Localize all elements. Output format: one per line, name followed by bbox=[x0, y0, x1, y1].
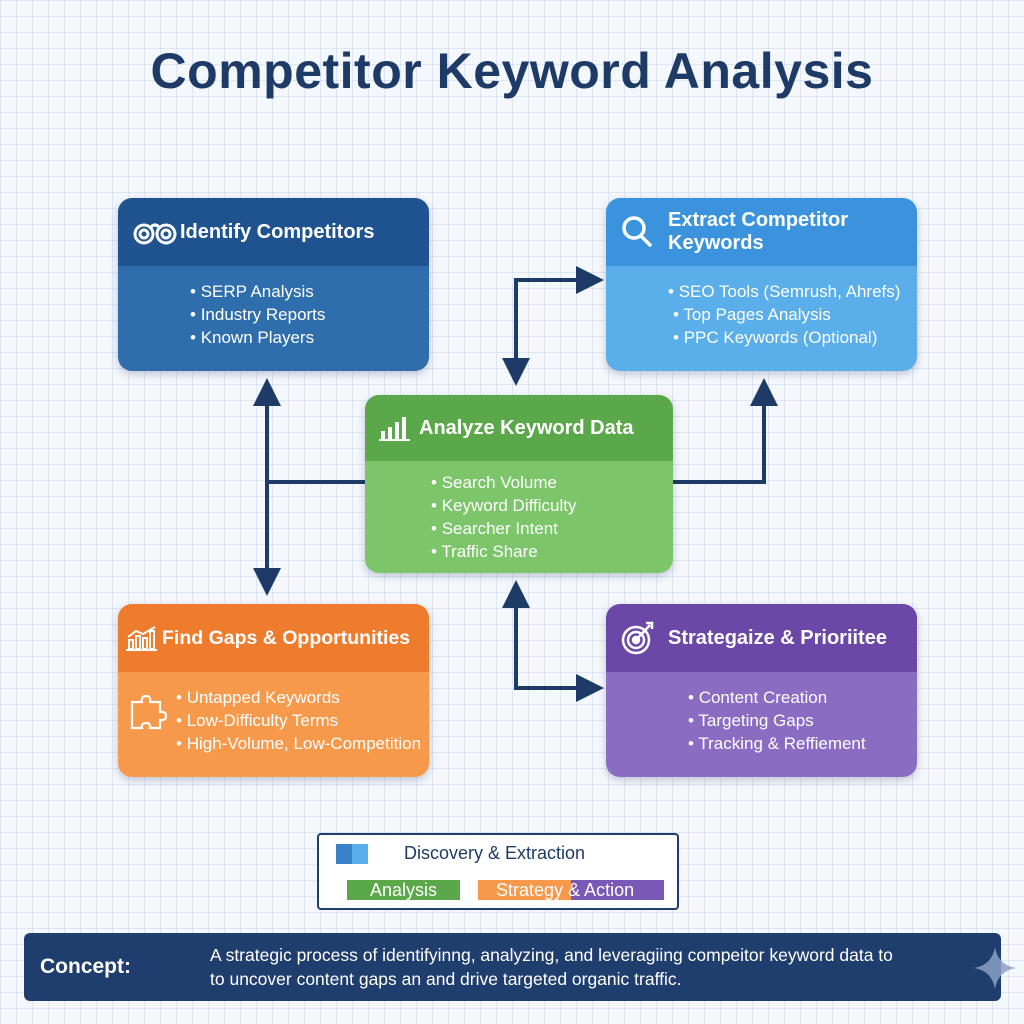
legend-swatch-discovery-dark bbox=[336, 844, 352, 864]
sparkle-icon bbox=[972, 945, 1018, 996]
legend-swatch-analysis: Analysis bbox=[347, 880, 460, 900]
card-analyze-body: Search Volume Keyword Difficulty Searche… bbox=[365, 461, 673, 573]
concept-line2: to uncover content gaps an and drive tar… bbox=[210, 969, 682, 989]
legend-discovery-label: Discovery & Extraction bbox=[404, 843, 586, 863]
list-item: Searcher Intent bbox=[431, 517, 673, 540]
arrow-analyze-extract-right bbox=[673, 378, 778, 484]
puzzle-icon bbox=[128, 692, 168, 738]
list-item: Low-Difficulty Terms bbox=[176, 709, 429, 732]
card-identify-body: SERP Analysis Industry Reports Known Pla… bbox=[118, 266, 429, 371]
list-item: Industry Reports bbox=[190, 303, 429, 326]
card-extract-header: Extract Competitor Keywords bbox=[606, 198, 917, 266]
card-gaps-title: Find Gaps & Opportunities bbox=[162, 626, 411, 649]
card-identify-competitors: Identify Competitors SERP Analysis Indus… bbox=[118, 198, 429, 371]
card-extract-title-line2: Keywords bbox=[668, 232, 764, 254]
list-item: PPC Keywords (Optional) bbox=[668, 326, 917, 349]
legend-strategy-label: Strategy & Action bbox=[496, 880, 634, 900]
card-extract-keywords: Extract Competitor Keywords SEO Tools (S… bbox=[606, 198, 917, 371]
list-item: Targeting Gaps bbox=[688, 709, 917, 732]
page-title: Competitor Keyword Analysis bbox=[150, 43, 874, 99]
list-item: Keyword Difficulty bbox=[431, 494, 673, 517]
card-gaps-body: Untapped Keywords Low-Difficulty Terms H… bbox=[118, 672, 429, 777]
card-analyze-keyword-data: Analyze Keyword Data Search Volume Keywo… bbox=[365, 395, 673, 573]
card-gaps-header: Find Gaps & Opportunities bbox=[118, 604, 429, 672]
card-strategize-header: Strategaize & Prioriitee bbox=[606, 604, 917, 672]
list-item: SERP Analysis bbox=[190, 280, 429, 303]
list-item: Tracking & Reffiement bbox=[688, 732, 917, 755]
concept-banner: Concept: A strategic process of identify… bbox=[24, 933, 1016, 1001]
legend-swatch-action bbox=[571, 880, 664, 900]
arrow-analyze-extract bbox=[502, 266, 604, 386]
bar-chart-icon bbox=[379, 410, 419, 446]
legend-swatch-discovery-light bbox=[352, 844, 368, 864]
list-item: Untapped Keywords bbox=[176, 686, 429, 709]
legend-strategy-part1: Strategy bbox=[496, 880, 569, 900]
card-extract-title-line1: Extract Competitor bbox=[668, 209, 849, 231]
card-identify-header: Identify Competitors bbox=[118, 198, 429, 266]
target-icon bbox=[620, 620, 668, 656]
card-extract-title: Extract Competitor Keywords bbox=[668, 209, 848, 255]
list-item: SEO Tools (Semrush, Ahrefs) bbox=[668, 280, 917, 303]
list-item: Content Creation bbox=[688, 686, 917, 709]
list-item: High-Volume, Low-Competition bbox=[176, 732, 429, 755]
legend-strategy-part2: & Action bbox=[568, 880, 635, 900]
list-item: Traffic Share bbox=[431, 540, 673, 563]
card-extract-body: SEO Tools (Semrush, Ahrefs) Top Pages An… bbox=[606, 266, 917, 371]
list-item: Search Volume bbox=[431, 471, 673, 494]
card-analyze-header: Analyze Keyword Data bbox=[365, 395, 673, 461]
card-strategize-body: Content Creation Targeting Gaps Tracking… bbox=[606, 672, 917, 777]
card-strategize-prioritize: Strategaize & Prioriitee Content Creatio… bbox=[606, 604, 917, 777]
card-find-gaps: Find Gaps & Opportunities Untapped Keywo… bbox=[118, 604, 429, 777]
arrow-analyze-strategize bbox=[502, 580, 604, 702]
growth-chart-icon bbox=[126, 620, 162, 656]
concept-line1: A strategic process of identifyinng, ana… bbox=[210, 945, 893, 965]
card-identify-title: Identify Competitors bbox=[180, 220, 375, 243]
legend: Discovery & Extraction Analysis Strategy… bbox=[317, 833, 679, 910]
list-item: Top Pages Analysis bbox=[668, 303, 917, 326]
legend-analysis-label: Analysis bbox=[369, 880, 438, 900]
binoculars-icon bbox=[132, 214, 180, 250]
card-strategize-title: Strategaize & Prioriitee bbox=[668, 626, 887, 649]
legend-swatch-strategy bbox=[478, 880, 571, 900]
card-analyze-title: Analyze Keyword Data bbox=[419, 416, 634, 439]
concept-text: A strategic process of identifyinng, ana… bbox=[210, 943, 970, 991]
magnifier-icon bbox=[620, 214, 668, 250]
list-item: Known Players bbox=[190, 326, 429, 349]
concept-label: Concept: bbox=[40, 955, 131, 978]
